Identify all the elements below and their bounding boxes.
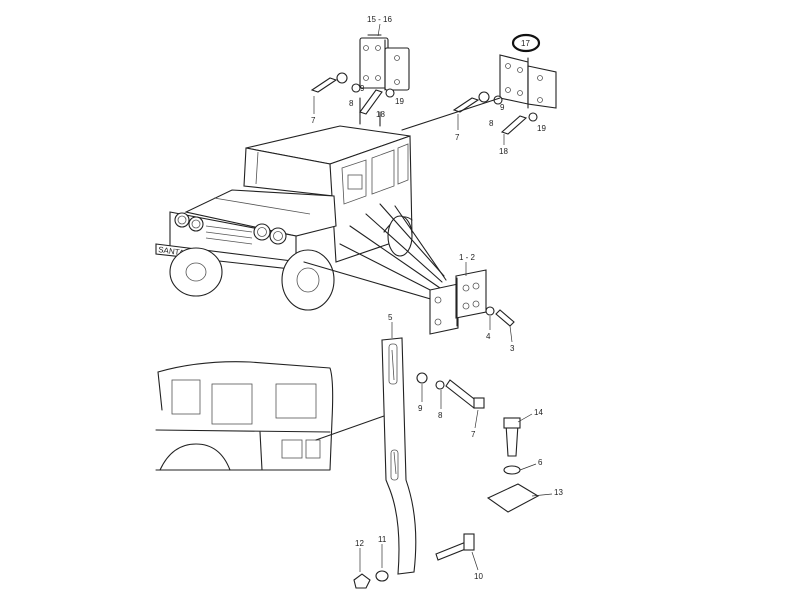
strap-5 bbox=[381, 337, 417, 575]
fasteners-right bbox=[486, 417, 540, 513]
fasteners-strap bbox=[416, 372, 485, 409]
callout-12: 12 bbox=[355, 539, 364, 548]
callout-5: 5 bbox=[388, 313, 393, 322]
callout-18-upper-right: 18 bbox=[499, 147, 508, 156]
fasteners-upper-left bbox=[310, 72, 395, 115]
hinge-17 bbox=[499, 33, 557, 109]
callout-6: 6 bbox=[538, 458, 543, 467]
vehicle-rear-view bbox=[155, 361, 334, 471]
leader-lines-middle bbox=[303, 203, 447, 301]
vehicle-front-view: SANTANA bbox=[155, 125, 413, 311]
callout-8-upper-right: 8 bbox=[489, 119, 494, 128]
callout-18-upper-left: 18 bbox=[376, 110, 385, 119]
callout-9-upper-left: 9 bbox=[360, 84, 365, 93]
callout-13: 13 bbox=[554, 488, 563, 497]
callout-8-upper-left: 8 bbox=[349, 99, 354, 108]
hinge-1-2 bbox=[429, 269, 515, 335]
callout-10: 10 bbox=[474, 572, 483, 581]
callout-14: 14 bbox=[534, 408, 543, 417]
callout-15-16: 15 - 16 bbox=[367, 15, 392, 24]
callout-4: 4 bbox=[486, 332, 491, 341]
callout-8-strap: 8 bbox=[438, 411, 443, 420]
callout-19-upper-left: 19 bbox=[395, 97, 404, 106]
callout-9-strap: 9 bbox=[418, 404, 423, 413]
callout-19-upper-right: 19 bbox=[537, 124, 546, 133]
callout-7-strap: 7 bbox=[471, 430, 476, 439]
callout-3: 3 bbox=[510, 344, 515, 353]
fasteners-bottom bbox=[353, 533, 475, 589]
callout-11: 11 bbox=[378, 535, 387, 544]
callout-7-upper-right: 7 bbox=[455, 133, 460, 142]
fasteners-upper-right bbox=[452, 91, 538, 135]
callout-9-upper-right: 9 bbox=[500, 103, 505, 112]
highlight-ring bbox=[511, 33, 541, 53]
callout-labels: 15 - 16 17 7 8 9 18 19 7 8 9 18 19 1 - 2… bbox=[311, 15, 563, 581]
hinge-15-16 bbox=[359, 34, 410, 91]
callout-7-upper-left: 7 bbox=[311, 116, 316, 125]
callout-17: 17 bbox=[521, 39, 530, 48]
callout-1-2: 1 - 2 bbox=[459, 253, 476, 262]
